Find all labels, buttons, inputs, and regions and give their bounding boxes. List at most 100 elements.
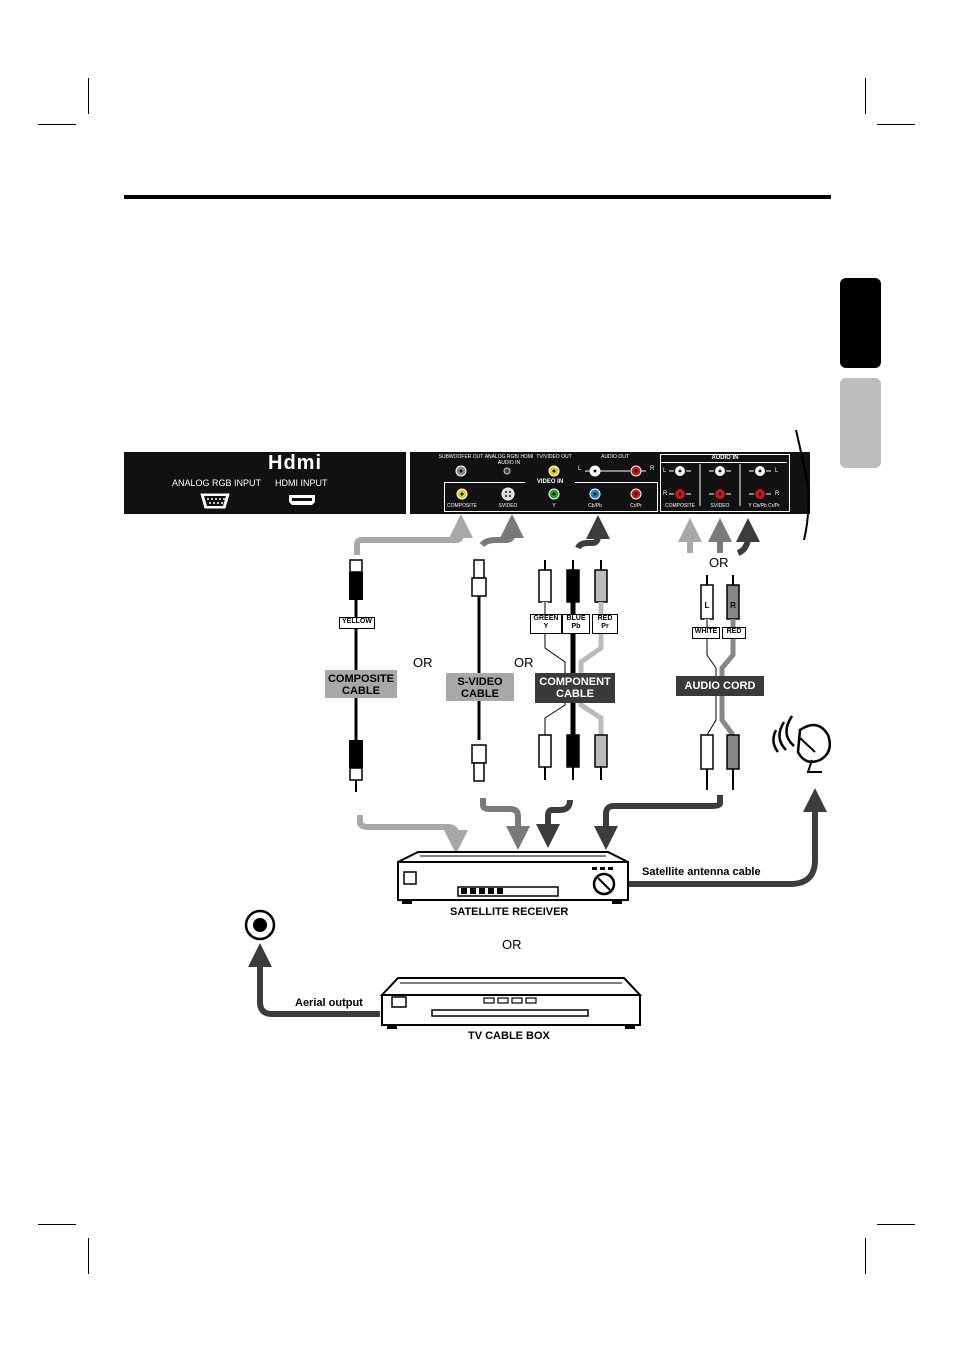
hdmi-audio-jack-icon — [503, 467, 511, 475]
audio-in-ycbcr-label: Y Cb/Pb Cr/Pr — [748, 503, 780, 509]
audio-in-l2-jack-icon — [715, 466, 725, 476]
svideo-jack-icon — [501, 487, 515, 501]
green-y-tag: GREEN Y — [530, 614, 562, 634]
audio-in-composite-label: COMPOSITE — [664, 503, 695, 509]
audio-r-tag: R — [730, 601, 736, 610]
or-devices-label: OR — [502, 937, 522, 952]
crop-mark — [88, 78, 89, 114]
audio-in-r1-label: R — [663, 491, 668, 497]
aerial-socket-icon — [244, 909, 276, 941]
hdmi-port-icon — [289, 495, 315, 505]
audio-in-r3-jack-icon — [755, 489, 765, 499]
composite-cable-label-line2: CABLE — [342, 685, 380, 697]
hdmi-logo: Hdmi — [268, 452, 322, 474]
cr-pr-label: Cr/Pr — [630, 503, 642, 509]
svideo-cable-label: S-VIDEO CABLE — [446, 673, 514, 701]
red-tag: RED — [722, 627, 746, 639]
audio-arrow-dark — [736, 518, 760, 556]
hdmi-input-label: HDMI INPUT — [275, 478, 328, 488]
audio-cord-label: AUDIO CORD — [676, 676, 764, 696]
analog-rgb-hdmi-audio-in-label: ANALOG RGB/ HDMI AUDIO IN — [484, 454, 534, 466]
audio-in-jacks — [669, 464, 771, 506]
crop-mark — [865, 1238, 866, 1274]
composite-cable-label-line1: COMPOSITE — [327, 673, 394, 685]
component-cable-label: COMPONENT CABLE — [535, 673, 615, 703]
audio-in-l1-jack-icon — [675, 466, 685, 476]
svideo-cable-label-line2: CABLE — [461, 688, 499, 700]
video-in-label: VIDEO IN — [525, 479, 575, 485]
audio-in-l3-label: L — [775, 468, 779, 474]
crop-mark — [38, 1224, 76, 1225]
crop-mark — [88, 1238, 89, 1274]
composite-arrow-to-tv — [354, 514, 473, 555]
y-label: Y — [552, 503, 556, 509]
component-cable-icon — [538, 560, 608, 780]
video-out-jack-icon — [548, 465, 560, 477]
subwoofer-out-label: SUBWOOFER OUT — [438, 454, 484, 460]
tv-panel-edge — [795, 429, 810, 541]
audio-out-r-label: R — [650, 466, 655, 472]
red-tag-line1: RED — [597, 615, 613, 622]
vga-port-icon — [200, 493, 230, 509]
cb-pb-label: Cb/Pb — [588, 503, 602, 509]
audio-in-svideo-label: SVIDEO — [710, 503, 730, 509]
crop-mark — [865, 78, 866, 114]
crop-mark — [877, 124, 915, 125]
audio-in-r3-label: R — [775, 491, 780, 497]
white-tag: WHITE — [692, 627, 720, 639]
component-pb-jack-icon — [589, 488, 601, 500]
audio-in-l3-jack-icon — [755, 466, 765, 476]
yellow-tag: YELLOW — [339, 617, 375, 629]
or-label-2: OR — [514, 655, 534, 670]
blue-tag-line2: Pb — [571, 623, 581, 630]
header-rule — [124, 195, 831, 199]
satellite-receiver-icon — [397, 851, 629, 904]
satellite-antenna-cable-label: Satellite antenna cable — [642, 866, 761, 878]
language-tab-inactive — [840, 378, 881, 468]
red-pr-tag: RED Pr — [592, 614, 618, 634]
composite-arrow-to-receiver — [357, 815, 468, 854]
tv-cable-box-icon — [379, 977, 643, 1029]
subwoofer-jack-icon — [455, 465, 467, 477]
audio-in-label: AUDIO IN — [711, 455, 739, 461]
audio-in-l1-label: L — [663, 468, 667, 474]
component-y-jack-icon — [548, 488, 560, 500]
component-cable-label-line2: CABLE — [556, 688, 594, 700]
audio-arrow-to-receiver — [594, 795, 723, 850]
audio-l-tag: L — [704, 601, 710, 610]
component-arrow-to-receiver — [536, 799, 573, 848]
red-tag-line2: Pr — [601, 623, 609, 630]
audio-in-divider — [661, 462, 787, 463]
svideo-arrow-to-receiver — [480, 798, 530, 850]
aerial-output-arrow — [248, 943, 380, 1017]
blue-pb-tag: BLUE Pb — [562, 614, 590, 634]
audio-out-label: AUDIO OUT — [601, 454, 629, 460]
satellite-antenna-cable-arrow — [628, 788, 827, 887]
audio-in-box — [660, 454, 790, 512]
audio-in-r1-jack-icon — [675, 489, 685, 499]
svideo-arrow-to-tv — [479, 514, 524, 548]
audio-cord-icon — [700, 575, 740, 790]
upper-jacks — [455, 465, 646, 477]
analog-rgb-input-label: ANALOG RGB INPUT — [172, 478, 262, 488]
tv-video-out-label: TV/VIDEO OUT — [536, 454, 572, 460]
svideo-cable-icon — [471, 559, 487, 782]
or-audio-label: OR — [709, 555, 729, 570]
blue-tag-line1: BLUE — [566, 615, 586, 622]
panel-left — [124, 452, 406, 514]
composite-cable-label: COMPOSITE CABLE — [325, 670, 397, 698]
crop-mark — [38, 124, 76, 125]
video-in-jacks — [456, 487, 642, 501]
green-tag-line2: Y — [543, 623, 549, 630]
audio-out-l-label: L — [578, 466, 582, 472]
green-tag-line1: GREEN — [533, 615, 559, 622]
satellite-dish-icon — [772, 715, 831, 773]
svideo-cable-label-line1: S-VIDEO — [457, 676, 503, 688]
component-arrow-to-tv — [575, 515, 610, 550]
satellite-receiver-label: SATELLITE RECEIVER — [450, 906, 569, 918]
svideo-label: SVIDEO — [498, 503, 518, 509]
or-label-1: OR — [413, 655, 433, 670]
language-tab-active — [840, 278, 881, 368]
component-pr-jack-icon — [630, 488, 642, 500]
